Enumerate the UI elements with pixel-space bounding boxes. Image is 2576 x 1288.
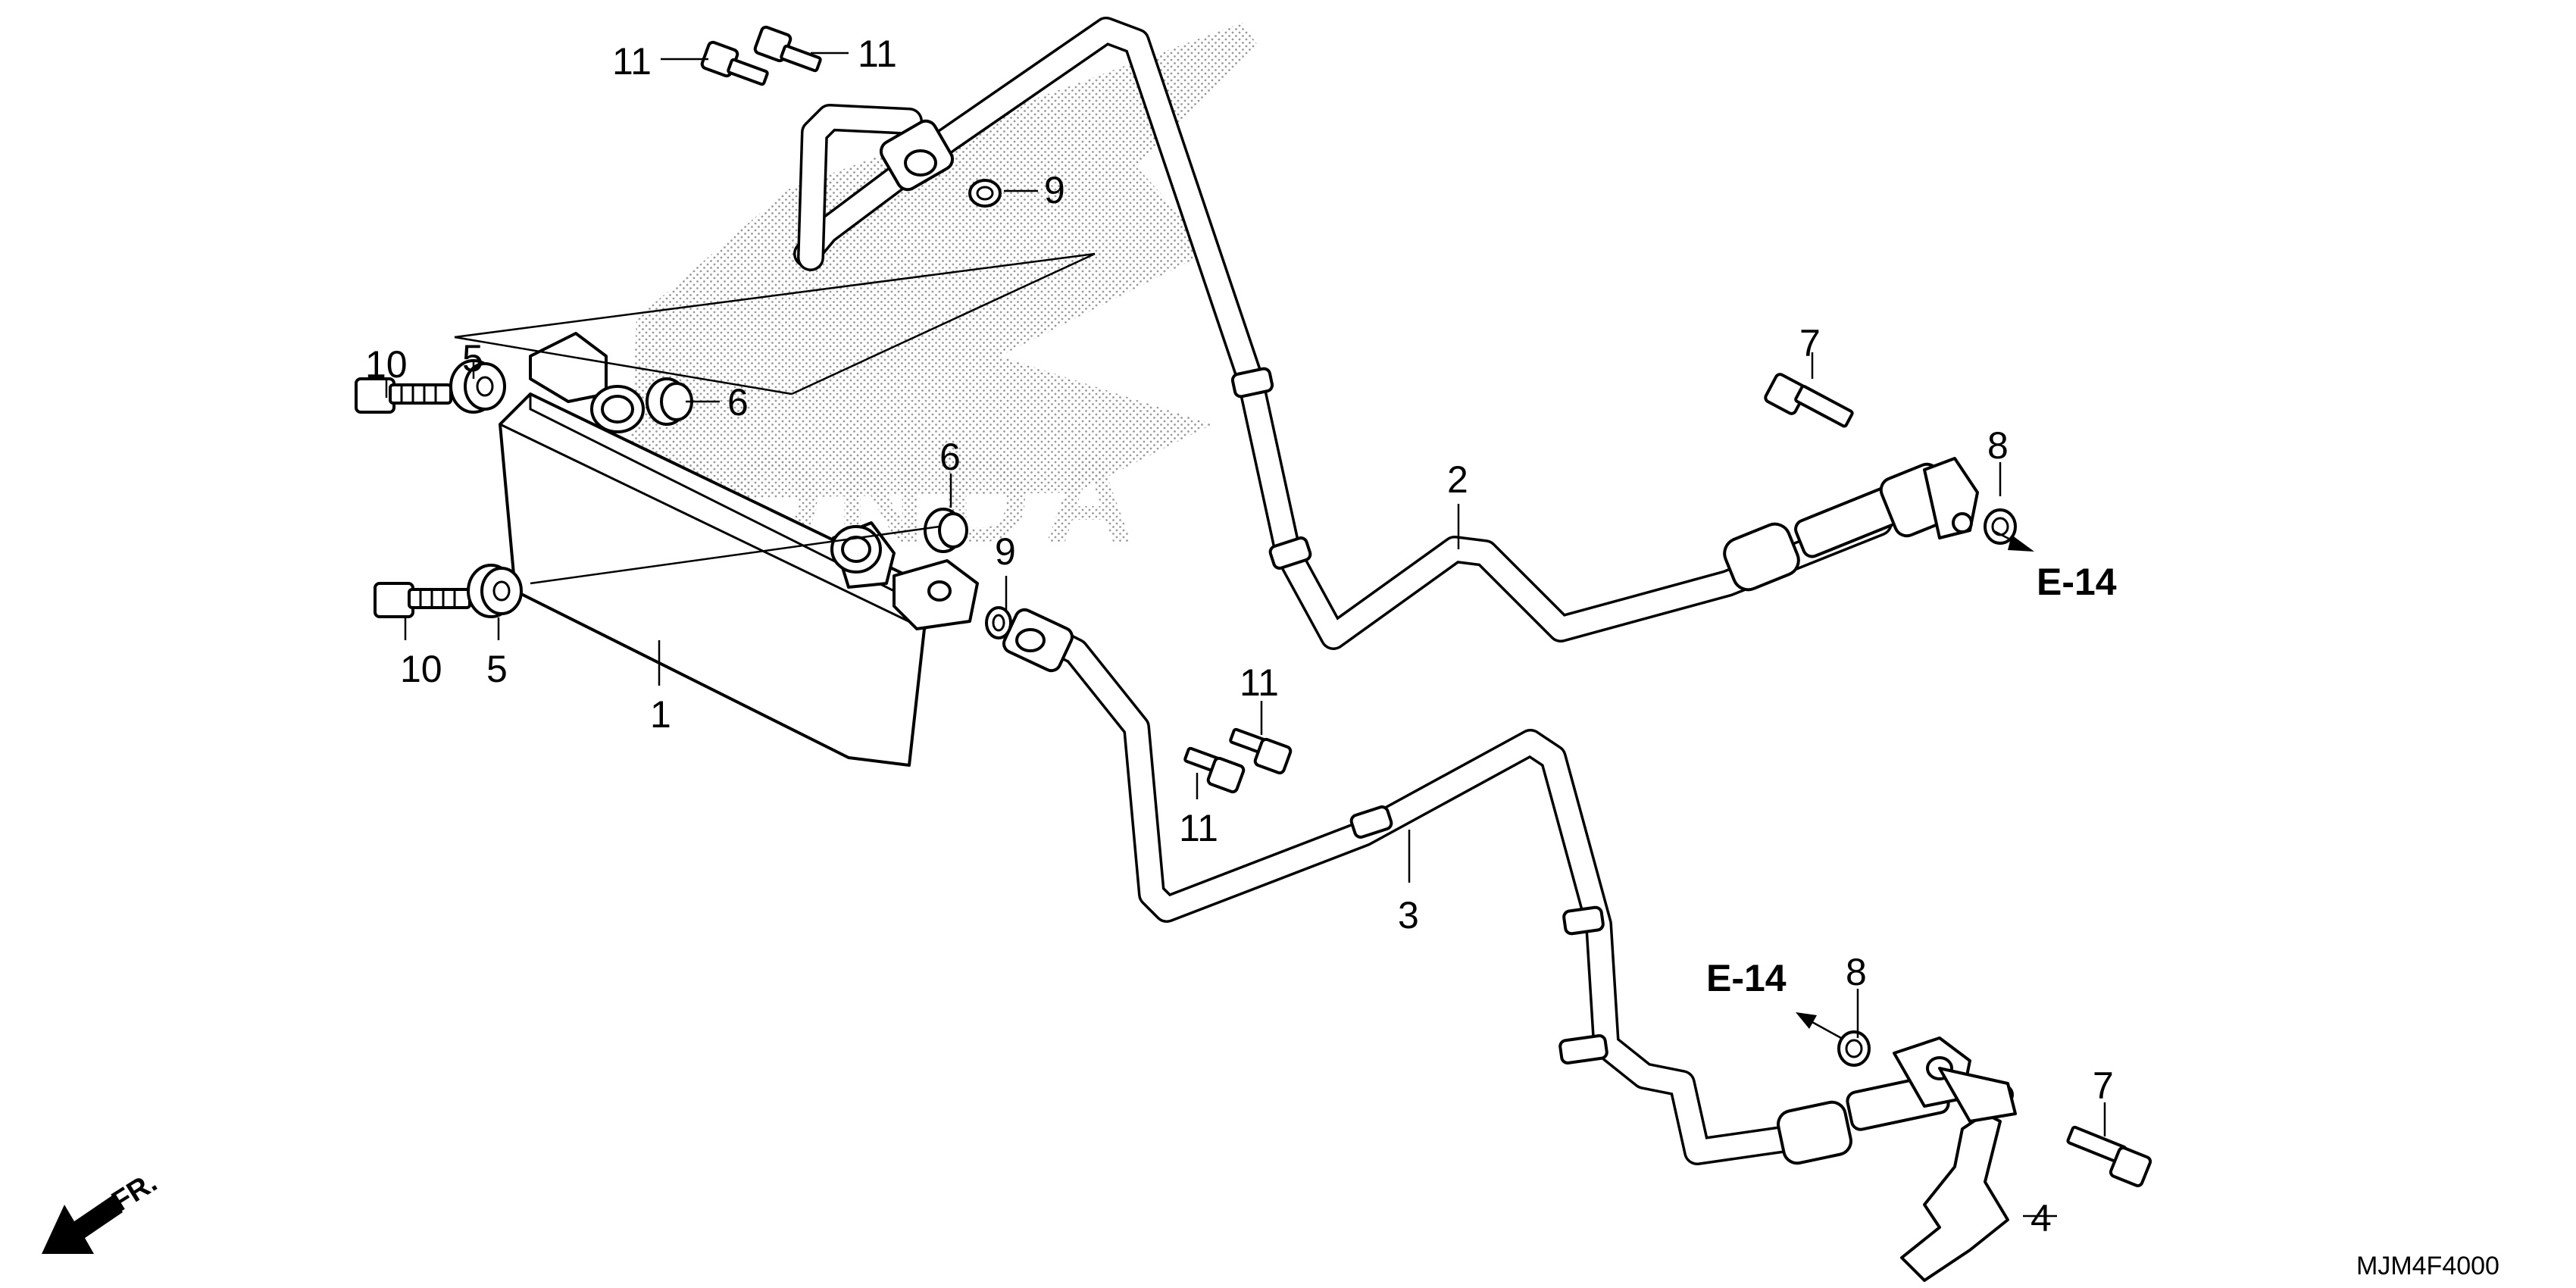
callout-11-top-right: 11	[858, 33, 897, 75]
callout-8-lower: 8	[1846, 951, 1867, 993]
mount-collar-upper	[449, 359, 506, 414]
reference-e14-upper: E-14	[2037, 561, 2117, 603]
oil-cooler	[499, 332, 979, 767]
o-ring-9-lower	[985, 606, 1012, 639]
bolt-10-upper	[355, 377, 452, 414]
callout-5-upper: 5	[462, 337, 483, 380]
hose-bracket	[1900, 1067, 2017, 1282]
mount-collar-lower	[467, 564, 523, 618]
arrow-left-icon	[1796, 1012, 1817, 1029]
callout-10-lower: 10	[400, 648, 442, 690]
callout-9-lower: 9	[995, 530, 1016, 573]
arrow-right-icon	[2008, 535, 2034, 552]
callout-3: 3	[1398, 894, 1419, 936]
callout-6-upper: 6	[727, 381, 749, 424]
o-ring-6-lower	[924, 508, 968, 553]
callout-11-mid-left: 11	[1179, 807, 1218, 849]
callout-9-upper: 9	[1044, 169, 1065, 211]
callout-2: 2	[1447, 458, 1468, 501]
sealing-washer-8-lower	[1837, 1030, 1871, 1067]
callout-8-upper: 8	[1987, 424, 2009, 467]
oil-cooler-pipe-upper	[793, 17, 1979, 650]
bolt-11-top-right	[753, 25, 822, 73]
front-direction-marker: FR.	[42, 1167, 163, 1254]
front-arrow-icon	[42, 1196, 123, 1254]
bolt-11-top-left	[700, 40, 769, 86]
o-ring-6-upper	[646, 377, 693, 426]
bolt-11-mid-right	[1229, 727, 1293, 775]
callout-6-lower: 6	[939, 436, 961, 478]
bolt-7-upper	[1764, 373, 1854, 428]
callout-10-upper: 10	[365, 343, 408, 386]
callout-7-upper: 7	[1799, 322, 1821, 364]
callout-11-top-left: 11	[612, 40, 652, 83]
callout-4: 4	[2030, 1197, 2052, 1240]
diagram-part-code: MJM4F4000	[2356, 1252, 2499, 1280]
wing-logo-shape	[629, 23, 1258, 500]
bolt-11-mid-left	[1183, 746, 1246, 794]
bolt-10-lower	[374, 582, 471, 618]
callout-labels: 1 2 3 4 5 5 6 6 7 7 8 8 9 9 10 10 11 11 …	[365, 33, 2114, 1240]
callout-5-lower: 5	[486, 648, 508, 690]
callout-11-mid-right: 11	[1240, 661, 1279, 704]
bolt-7-lower	[2066, 1125, 2152, 1187]
callout-7-lower: 7	[2093, 1064, 2114, 1107]
o-ring-9-upper	[968, 179, 1002, 208]
reference-e14-lower: E-14	[1706, 957, 1787, 999]
sealing-washer-8-upper	[1984, 508, 2017, 545]
oil-cooler-pipe-lower	[1002, 608, 1971, 1165]
callout-1: 1	[650, 693, 671, 736]
